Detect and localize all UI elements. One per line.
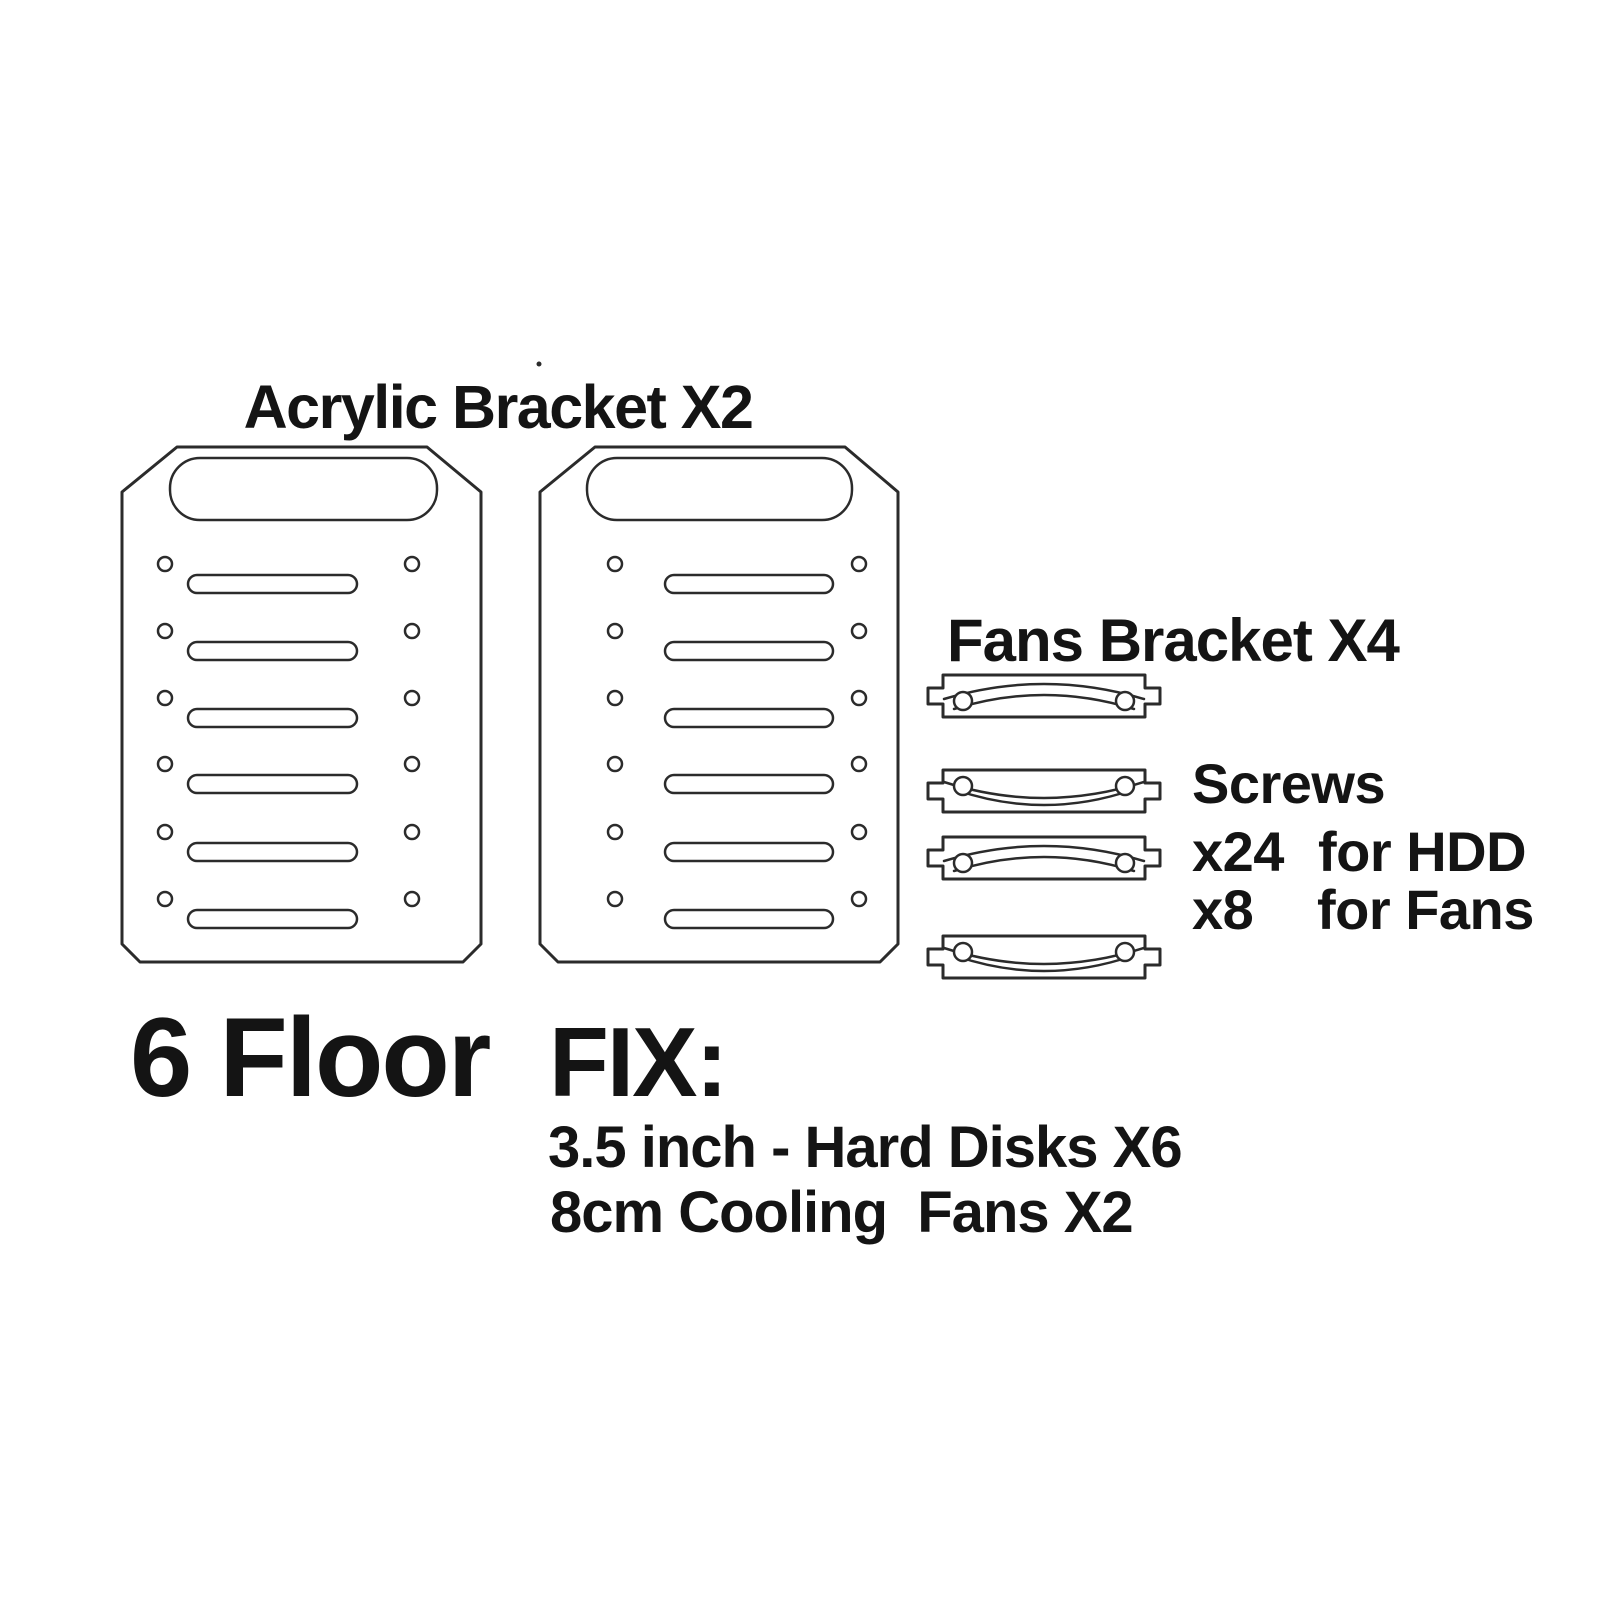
- arch-curve: [952, 693, 1136, 711]
- floors-heading: 6 Floor: [130, 995, 490, 1120]
- screws-fans-qty: x8: [1192, 878, 1253, 941]
- screw-hole: [1114, 775, 1136, 797]
- mount-hole: [156, 689, 174, 707]
- handle-cutout: [585, 456, 854, 522]
- vent-slot: [663, 640, 835, 662]
- mount-hole: [850, 555, 868, 573]
- vent-slot: [186, 773, 359, 795]
- screw-hole: [952, 775, 974, 797]
- fan-bracket-2: [926, 768, 1162, 814]
- screws-info: Screws x24 for HDD x8 for Fans: [1192, 752, 1534, 941]
- mount-hole: [606, 689, 624, 707]
- screw-hole: [1114, 852, 1136, 874]
- vent-slot: [186, 841, 359, 863]
- mount-hole: [403, 755, 421, 773]
- mount-hole: [403, 622, 421, 640]
- dot-speck: [536, 361, 542, 367]
- vent-slot: [186, 908, 359, 930]
- mount-hole: [156, 555, 174, 573]
- screw-hole: [952, 852, 974, 874]
- mount-hole: [850, 890, 868, 908]
- fix-heading: FIX:: [549, 1007, 726, 1117]
- handle-cutout: [168, 456, 439, 522]
- fix-line-hdd: 3.5 inch - Hard Disks X6: [548, 1115, 1182, 1180]
- vent-slot: [663, 841, 835, 863]
- mount-hole: [403, 689, 421, 707]
- mount-hole: [606, 755, 624, 773]
- mount-hole: [156, 755, 174, 773]
- mount-hole: [156, 890, 174, 908]
- mount-hole: [403, 890, 421, 908]
- screw-hole: [1114, 690, 1136, 712]
- bracket-outline: [538, 445, 900, 964]
- screws-title: Screws: [1192, 752, 1385, 815]
- dip-curve: [954, 788, 1134, 807]
- acrylic-bracket-title: Acrylic Bracket X2: [244, 373, 753, 441]
- screws-hdd-qty: x24: [1192, 820, 1284, 883]
- vent-slot: [186, 707, 359, 729]
- fans-bracket-title: Fans Bracket X4: [947, 607, 1401, 674]
- arch-curve: [952, 855, 1136, 873]
- mount-hole: [606, 555, 624, 573]
- vent-slot: [663, 707, 835, 729]
- screw-hole: [952, 941, 974, 963]
- vent-slot: [663, 573, 835, 595]
- mount-hole: [156, 823, 174, 841]
- mount-hole: [606, 890, 624, 908]
- mount-hole: [403, 823, 421, 841]
- mount-hole: [850, 689, 868, 707]
- mount-hole: [850, 755, 868, 773]
- fan-bracket-1: [926, 673, 1162, 719]
- vent-slot: [663, 908, 835, 930]
- screw-hole: [1114, 941, 1136, 963]
- vent-slot: [663, 773, 835, 795]
- mount-hole: [403, 555, 421, 573]
- fix-line-fans: 8cm Cooling Fans X2: [550, 1180, 1133, 1245]
- mount-hole: [850, 622, 868, 640]
- fan-bracket-outline: [926, 768, 1162, 814]
- mount-hole: [606, 622, 624, 640]
- fan-bracket-4: [926, 934, 1162, 980]
- fan-bracket-3: [926, 835, 1162, 881]
- acrylic-bracket-right: [538, 445, 900, 964]
- screw-hole: [952, 690, 974, 712]
- bracket-outline: [120, 445, 483, 964]
- acrylic-bracket-left: [120, 445, 483, 964]
- mount-hole: [606, 823, 624, 841]
- screws-fans-use: for Fans: [1317, 878, 1534, 941]
- mount-hole: [156, 622, 174, 640]
- mount-hole: [850, 823, 868, 841]
- vent-slot: [186, 640, 359, 662]
- screws-hdd-use: for HDD: [1318, 820, 1526, 883]
- fix-info: 6 Floor FIX: 3.5 inch - Hard Disks X6 8c…: [130, 995, 1183, 1245]
- dip-curve: [954, 954, 1134, 973]
- vent-slot: [186, 573, 359, 595]
- fan-bracket-outline: [926, 934, 1162, 980]
